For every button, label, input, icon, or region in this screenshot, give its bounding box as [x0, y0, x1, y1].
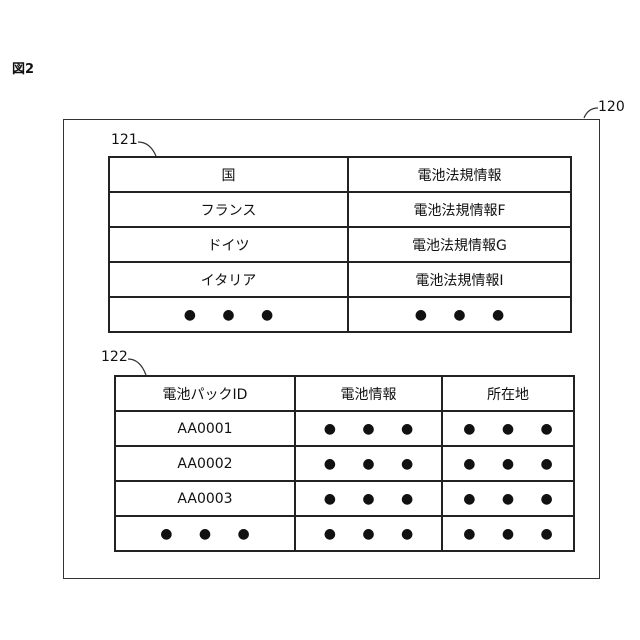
cell-battery-pack-id: AA0003 [115, 481, 295, 516]
ref-label-120: 120 [598, 99, 625, 115]
table-row: ドイツ 電池法規情報G [109, 227, 571, 262]
cell-regulation: 電池法規情報G [348, 227, 571, 262]
cell-ellipsis: ● ● ● [295, 516, 442, 551]
leader-line-121 [136, 138, 160, 158]
table-header-row: 電池パックID 電池情報 所在地 [115, 376, 574, 411]
cell-location: ● ● ● [442, 446, 574, 481]
cell-ellipsis: ● ● ● [442, 516, 574, 551]
header-battery-info: 電池情報 [295, 376, 442, 411]
cell-ellipsis: ● ● ● [348, 297, 571, 332]
table-row: AA0003 ● ● ● ● ● ● [115, 481, 574, 516]
battery-pack-table: 電池パックID 電池情報 所在地 AA0001 ● ● ● ● ● ● AA00… [114, 375, 575, 552]
cell-country: イタリア [109, 262, 348, 297]
cell-regulation: 電池法規情報I [348, 262, 571, 297]
table-row-ellipsis: ● ● ● ● ● ● [109, 297, 571, 332]
ref-label-122: 122 [101, 349, 128, 365]
header-location: 所在地 [442, 376, 574, 411]
header-battery-pack-id: 電池パックID [115, 376, 295, 411]
table-row-ellipsis: ● ● ● ● ● ● ● ● ● [115, 516, 574, 551]
table-header-row: 国 電池法規情報 [109, 157, 571, 192]
leader-line-122 [126, 355, 150, 377]
cell-ellipsis: ● ● ● [109, 297, 348, 332]
leader-line-120 [580, 104, 600, 120]
ref-label-121: 121 [111, 132, 138, 148]
table-row: フランス 電池法規情報F [109, 192, 571, 227]
cell-battery-pack-id: AA0001 [115, 411, 295, 446]
cell-country: フランス [109, 192, 348, 227]
cell-battery-info: ● ● ● [295, 481, 442, 516]
cell-battery-info: ● ● ● [295, 446, 442, 481]
figure-label: 図2 [12, 58, 34, 77]
cell-location: ● ● ● [442, 481, 574, 516]
cell-country: ドイツ [109, 227, 348, 262]
cell-battery-info: ● ● ● [295, 411, 442, 446]
cell-regulation: 電池法規情報F [348, 192, 571, 227]
table-row: AA0001 ● ● ● ● ● ● [115, 411, 574, 446]
cell-ellipsis: ● ● ● [115, 516, 295, 551]
country-regulation-table: 国 電池法規情報 フランス 電池法規情報F ドイツ 電池法規情報G イタリア 電… [108, 156, 572, 333]
cell-location: ● ● ● [442, 411, 574, 446]
header-country: 国 [109, 157, 348, 192]
table-row: AA0002 ● ● ● ● ● ● [115, 446, 574, 481]
cell-battery-pack-id: AA0002 [115, 446, 295, 481]
header-regulation: 電池法規情報 [348, 157, 571, 192]
table-row: イタリア 電池法規情報I [109, 262, 571, 297]
